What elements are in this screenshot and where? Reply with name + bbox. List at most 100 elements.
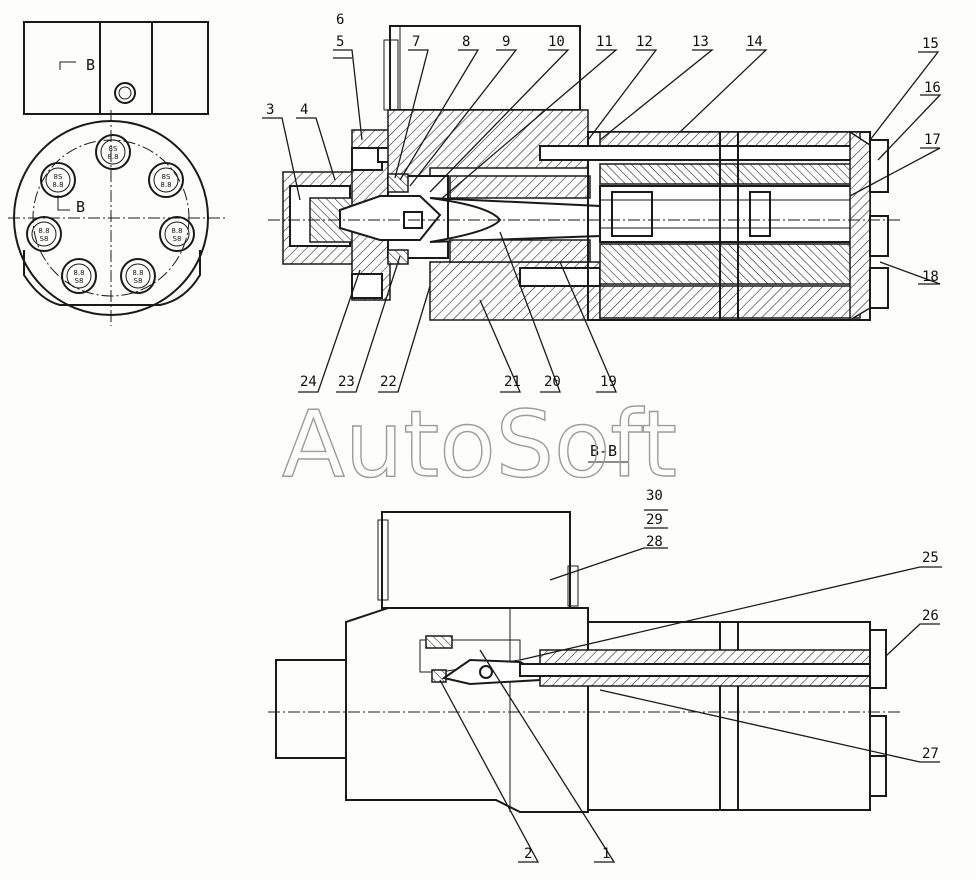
leader-26: [885, 623, 940, 657]
section-mark-top-label: B: [86, 56, 95, 74]
bolt-head: 8S8.8: [95, 134, 131, 170]
end-bolt-head-1: [869, 139, 889, 193]
bolt-stamp: 8.8: [107, 153, 118, 161]
bolt-head: 8.8S8: [26, 216, 62, 252]
leader-1: [479, 649, 616, 863]
coupling-ring: [749, 191, 771, 237]
callout-numbers: 6 5 3 4 7 8 9 10 11 12 13 14 15 16 17 18…: [266, 12, 941, 862]
leader-19: [559, 261, 617, 393]
ext-main-housing: [345, 607, 589, 813]
leader-15: [869, 51, 940, 141]
rear-housing-wall-bottom: [599, 285, 861, 319]
end-view-flange-lower: [23, 250, 201, 306]
bolt-stamp: 8.8: [38, 227, 49, 235]
cardan-shaft-cavity: [599, 185, 861, 243]
leader-7: [394, 49, 429, 179]
callout-5: 5: [336, 34, 344, 50]
section-mark-side: [57, 195, 70, 211]
callout-8: 8: [462, 34, 470, 50]
leader-18: [879, 261, 941, 285]
leader-6: [333, 49, 363, 141]
bolt-head: 8S8.8: [40, 162, 76, 198]
bolt-stamp: 8.8: [73, 269, 84, 277]
end-bolt-head-3: [869, 267, 889, 309]
leader-22: [378, 285, 431, 393]
ext-bolt-head-2: [869, 715, 887, 757]
callout-3: 3: [266, 102, 274, 118]
leader-2: [439, 679, 540, 863]
callout-15: 15: [922, 36, 939, 52]
bolt-stamp: S8: [75, 277, 84, 285]
ext-bolt-head-3: [869, 755, 887, 797]
watermark-text: AutoSoft: [282, 391, 677, 498]
ext-relief-plug: [425, 635, 453, 649]
leader-13: [599, 49, 714, 141]
end-cover: [849, 130, 871, 322]
leader-17: [849, 147, 941, 197]
bolt-stamp: S8: [173, 235, 182, 243]
callout-6: 6: [336, 12, 344, 28]
leader-12: [587, 49, 658, 141]
callout-13: 13: [692, 34, 709, 50]
callout-26: 26: [922, 608, 939, 624]
leader-16: [877, 94, 942, 161]
leader-9: [409, 49, 518, 187]
callout-2: 2: [524, 846, 532, 862]
callout-30: 30: [646, 488, 663, 504]
callout-27: 27: [922, 746, 939, 762]
bolt-head: 8S8.8: [148, 162, 184, 198]
callout-28: 28: [646, 534, 663, 550]
end-bolt-head-2: [869, 215, 889, 257]
bolt-head: 8.8S8: [61, 258, 97, 294]
end-view-port-inner: [118, 86, 132, 100]
callout-14: 14: [746, 34, 763, 50]
leader-21: [479, 299, 521, 393]
ext-relief-ball: [479, 665, 493, 679]
cover-screw-bottom: [351, 273, 383, 299]
gerotor-bottom: [599, 243, 861, 285]
ext-input-sleeve: [275, 659, 347, 759]
leader-25: [519, 566, 942, 661]
callout-23: 23: [338, 374, 355, 390]
ext-valve-block: [381, 511, 571, 609]
callout-11: 11: [596, 34, 613, 50]
callout-7: 7: [412, 34, 420, 50]
end-view-port: [114, 82, 136, 104]
spacer-plate: [611, 191, 653, 237]
ext-bolt-head-1: [869, 629, 887, 689]
gerotor-top: [599, 163, 861, 185]
callout-21: 21: [504, 374, 521, 390]
leader-24: [298, 269, 361, 393]
callout-24: 24: [300, 374, 317, 390]
callout-19: 19: [600, 374, 617, 390]
seal-ring-top: [387, 173, 409, 193]
bolt-head: 8.8S8: [159, 216, 195, 252]
leader-3: [262, 117, 301, 201]
bolt-stamp: 8.8: [52, 181, 63, 189]
callout-20: 20: [544, 374, 561, 390]
spool-sleeve-bottom: [449, 239, 591, 263]
callout-18: 18: [922, 269, 939, 285]
callout-17: 17: [924, 132, 941, 148]
ext-valve-tab-left: [377, 519, 389, 601]
callout-29: 29: [646, 512, 663, 528]
callout-4: 4: [300, 102, 308, 118]
callout-25: 25: [922, 550, 939, 566]
leader-28: [549, 547, 668, 581]
bolt-stamp: 8S: [162, 173, 171, 181]
bolt-stamp: 8.8: [160, 181, 171, 189]
callout-12: 12: [636, 34, 653, 50]
leader-10: [429, 49, 570, 193]
bolt-stamp: S8: [134, 277, 143, 285]
bolt-stamp: 8.8: [132, 269, 143, 277]
ext-relief-screw: [431, 669, 447, 683]
bolt-stamp: 8S: [109, 145, 118, 153]
leader-14: [679, 49, 768, 133]
leader-23: [336, 255, 401, 393]
callout-9: 9: [502, 34, 510, 50]
leader-4: [296, 117, 336, 181]
